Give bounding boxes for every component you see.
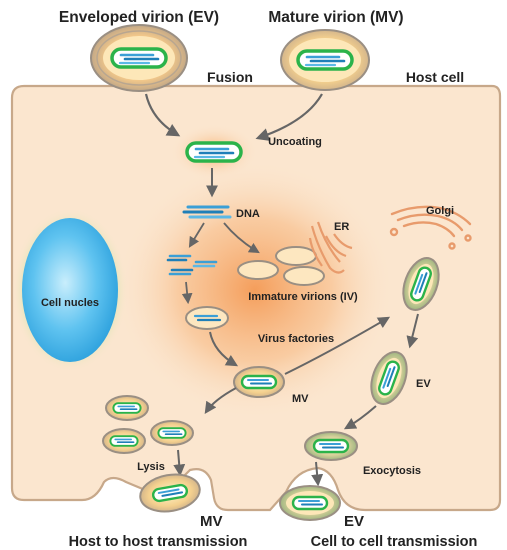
cell-nucleus-label: Cell nucles xyxy=(41,297,99,309)
dna-label: DNA xyxy=(236,208,260,220)
arrow-mv-golgi xyxy=(284,316,391,375)
golgi-apparatus xyxy=(389,205,472,250)
iv-with-dna xyxy=(185,306,229,330)
arrow-ev-exocytosis xyxy=(343,405,377,430)
mv-lysis-1 xyxy=(105,395,149,421)
host-cell-label: Host cell xyxy=(406,69,464,85)
arrow-mv-fusion xyxy=(255,93,323,141)
mv-lysis-3 xyxy=(102,428,146,454)
lysis-label: Lysis xyxy=(137,461,165,473)
arrow-wrapped-ev xyxy=(406,313,419,349)
released-mv xyxy=(139,473,201,513)
host-to-host-label: Host to host transmission xyxy=(69,534,248,550)
arrow-dna-assembly xyxy=(181,281,193,305)
arrow-exocytosis-release xyxy=(311,461,324,487)
mv-title: Mature virion (MV) xyxy=(268,9,403,26)
golgi-label: Golgi xyxy=(426,205,454,217)
uncoating-core xyxy=(185,141,243,163)
enveloped-virion-top xyxy=(90,24,188,92)
cell-nucleus xyxy=(22,218,118,362)
ev-exocytosis xyxy=(304,431,358,461)
immature-virions-label: Immature virions (IV) xyxy=(248,291,358,303)
er-label: ER xyxy=(334,221,349,233)
mv-bottom-label: MV xyxy=(200,513,223,530)
arrow-mv-lysis xyxy=(204,387,237,414)
arrow-dna-iv xyxy=(223,222,260,254)
released-ev xyxy=(279,485,341,521)
replicated-dna xyxy=(166,254,218,276)
ev-title: Enveloped virion (EV) xyxy=(59,9,219,26)
virus-factories-label: Virus factories xyxy=(258,333,334,345)
wrapped-virion xyxy=(402,257,440,311)
cell-to-cell-label: Cell to cell transmission xyxy=(311,534,478,550)
fusion-label: Fusion xyxy=(207,69,253,85)
dna-strands xyxy=(182,205,232,219)
virus-factory-region xyxy=(115,160,395,420)
uncoating-label: Uncoating xyxy=(268,136,322,148)
arrow-iv-mv xyxy=(209,331,239,367)
exocytosis-label: Exocytosis xyxy=(363,465,421,477)
mature-virion-cytoplasm xyxy=(233,366,285,398)
mv-lysis-2 xyxy=(150,420,194,446)
immature-virions xyxy=(237,246,325,286)
mv-inside-label: MV xyxy=(292,393,309,405)
arrow-lysis-release xyxy=(173,449,186,477)
ev-inside-label: EV xyxy=(416,378,431,390)
ev-bottom-label: EV xyxy=(344,513,364,530)
endoplasmic-reticulum xyxy=(308,221,353,274)
arrow-ev-fusion xyxy=(144,93,181,137)
arrow-dna-replication xyxy=(188,222,205,248)
mature-virion-top xyxy=(280,29,370,91)
enveloped-virion-cytoplasm xyxy=(370,351,408,405)
